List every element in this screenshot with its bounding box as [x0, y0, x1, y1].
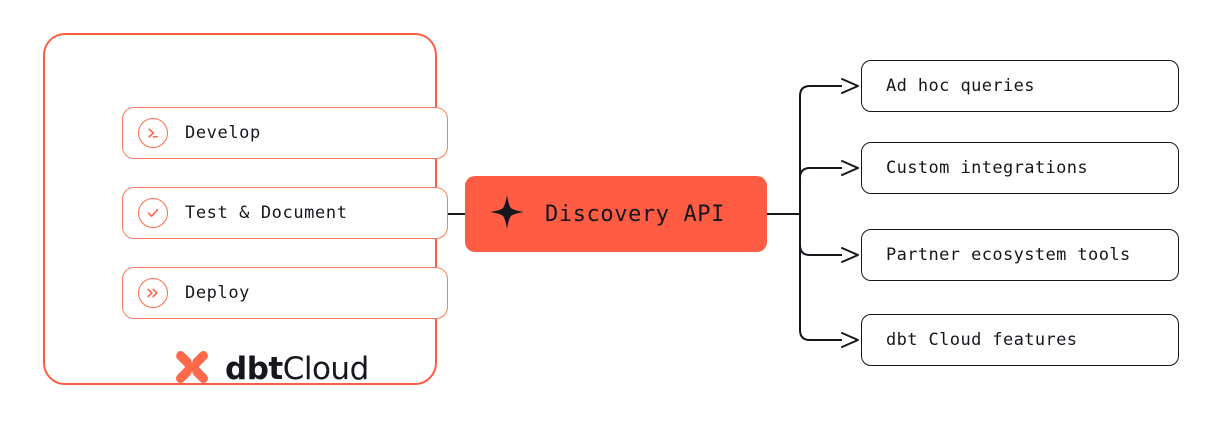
wordmark-cloud: Cloud [282, 350, 370, 387]
double-chevron-right-icon [138, 278, 168, 308]
dbt-cloud-wordmark: dbtCloud [225, 350, 370, 387]
wordmark-dbt: dbt [225, 350, 283, 387]
output-label: dbt Cloud features [886, 330, 1078, 350]
stage-item-test-and-document[interactable]: Test & Document [122, 187, 448, 239]
check-circle-icon [138, 198, 168, 228]
output-box-partner-ecosystem-tools[interactable]: Partner ecosystem tools [861, 229, 1179, 281]
discovery-api-node[interactable]: Discovery API [465, 176, 767, 252]
stage-item-deploy[interactable]: Deploy [122, 267, 448, 319]
discovery-api-label: Discovery API [545, 201, 725, 227]
output-label: Partner ecosystem tools [886, 245, 1131, 265]
stage-item-label: Test & Document [185, 203, 348, 223]
output-box-custom-integrations[interactable]: Custom integrations [861, 142, 1179, 194]
sparkle-icon [488, 193, 526, 235]
output-label: Ad hoc queries [886, 76, 1035, 96]
dbt-cloud-logo: dbtCloud [171, 347, 401, 391]
output-label: Custom integrations [886, 158, 1089, 178]
stage-item-label: Deploy [185, 283, 251, 303]
dbt-cloud-panel: Develop Test & Document Deploy [43, 33, 448, 385]
terminal-prompt-icon [138, 118, 168, 148]
output-box-dbt-cloud-features[interactable]: dbt Cloud features [861, 314, 1179, 366]
stage-item-develop[interactable]: Develop [122, 107, 448, 159]
dbt-logo-icon [171, 346, 213, 392]
output-box-ad-hoc-queries[interactable]: Ad hoc queries [861, 60, 1179, 112]
stage-item-label: Develop [185, 123, 261, 143]
